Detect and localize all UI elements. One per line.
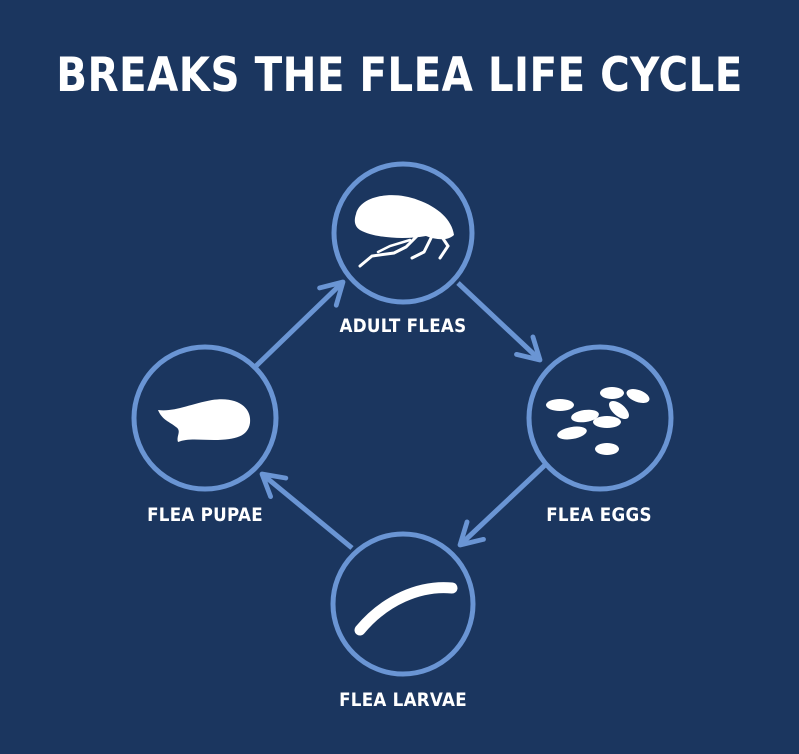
- arrow-pupae-to-adult: [252, 279, 346, 370]
- label-adult-fleas: ADULT FLEAS: [339, 315, 467, 337]
- flea-pupa-icon: [158, 399, 251, 442]
- flea-larva-icon: [354, 582, 458, 636]
- adult-flea-icon: [354, 195, 454, 268]
- arrow-adult-to-eggs: [456, 281, 543, 363]
- stage-adult-fleas: [331, 161, 475, 305]
- page-title: BREAKS THE FLEA LIFE CYCLE: [56, 48, 743, 103]
- stage-flea-eggs: [526, 344, 674, 492]
- flea-eggs-icon: [546, 387, 650, 455]
- label-flea-eggs: FLEA EGGS: [546, 504, 652, 526]
- label-flea-larvae: FLEA LARVAE: [339, 689, 467, 711]
- arrow-eggs-to-larvae: [457, 463, 547, 548]
- label-flea-pupae: FLEA PUPAE: [147, 504, 263, 526]
- arrow-larvae-to-pupae: [259, 471, 354, 550]
- stage-flea-larvae: [330, 531, 476, 677]
- stage-flea-pupae: [131, 344, 279, 492]
